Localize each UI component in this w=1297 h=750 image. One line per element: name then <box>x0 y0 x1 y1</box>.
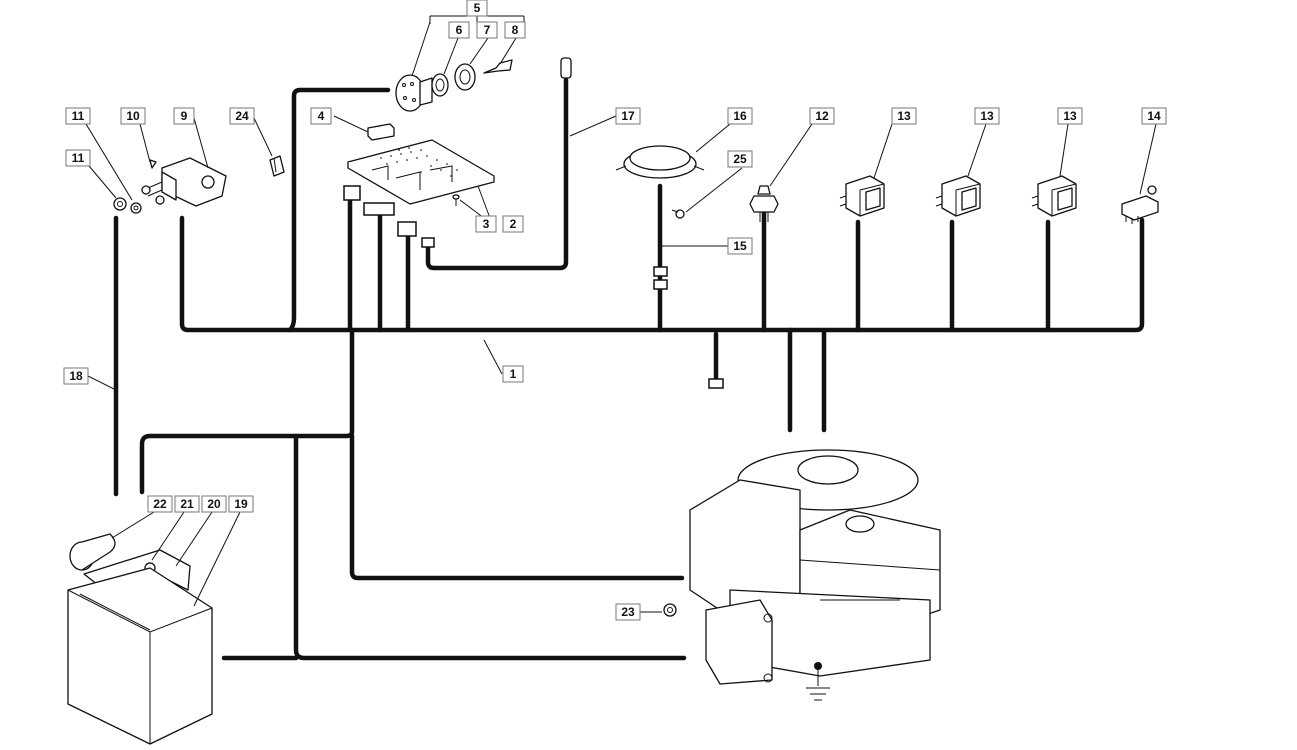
starter-solenoid <box>141 157 227 207</box>
callout-label: 8 <box>512 23 519 37</box>
callout-label: 1 <box>510 367 517 381</box>
hour-meter-sensor <box>560 57 572 79</box>
callout-label: 21 <box>180 497 194 511</box>
rocker-switch-3 <box>1031 175 1077 217</box>
callout-5: 5 <box>466 0 488 17</box>
callout-label: 2 <box>510 217 517 231</box>
callout-label: 13 <box>980 109 994 123</box>
callout-19: 19 <box>228 495 254 513</box>
terminal-nuts <box>113 197 142 214</box>
callout-label: 10 <box>126 109 140 123</box>
callout-12: 12 <box>809 107 835 125</box>
callout-13c: 13 <box>1057 107 1083 125</box>
callout-label: 23 <box>621 605 635 619</box>
control-board <box>347 139 495 205</box>
callout-label: 15 <box>733 239 747 253</box>
callout-16: 16 <box>727 107 753 125</box>
callout-13a: 13 <box>891 107 917 125</box>
leader-lines <box>83 15 1157 613</box>
callout-2: 2 <box>502 215 524 233</box>
callout-18: 18 <box>63 367 89 385</box>
callout-9: 9 <box>173 107 195 125</box>
callout-17: 17 <box>615 107 641 125</box>
oil-pressure-sender <box>749 185 779 222</box>
callout-label: 16 <box>733 109 747 123</box>
callout-label: 11 <box>72 109 85 123</box>
callout-label: 12 <box>815 109 829 123</box>
ignition-switch <box>395 59 513 112</box>
callout-label: 11 <box>72 151 85 165</box>
callout-15: 15 <box>727 237 753 255</box>
callout-label: 13 <box>1063 109 1077 123</box>
cable-clip <box>269 155 285 177</box>
callout-label: 5 <box>474 1 481 15</box>
seat-switch <box>615 145 705 179</box>
callout-label: 9 <box>181 109 188 123</box>
callout-label: 14 <box>1147 109 1161 123</box>
callout-22: 22 <box>147 495 173 513</box>
microswitch <box>1121 185 1159 224</box>
callout-8: 8 <box>504 21 526 39</box>
callout-label: 24 <box>235 109 249 123</box>
callout-label: 20 <box>207 497 221 511</box>
board-screw <box>452 194 460 206</box>
callout-13b: 13 <box>974 107 1000 125</box>
callout-23: 23 <box>615 603 641 621</box>
battery-cap <box>69 533 116 571</box>
callout-label: 17 <box>621 109 635 123</box>
solenoid-washer <box>149 159 157 169</box>
callout-3: 3 <box>475 215 497 233</box>
callout-label: 4 <box>318 109 325 123</box>
callout-label: 18 <box>69 369 83 383</box>
callout-label: 22 <box>153 497 167 511</box>
fuse <box>367 123 395 141</box>
callout-11a: 11 <box>65 107 91 125</box>
callout-20: 20 <box>201 495 227 513</box>
callout-label: 19 <box>234 497 248 511</box>
rocker-switch-1 <box>839 175 885 217</box>
callout-11b: 11 <box>65 149 91 167</box>
ground-nut <box>663 603 677 617</box>
callout-25: 25 <box>727 150 753 168</box>
board-dots <box>380 147 458 177</box>
callout-14: 14 <box>1141 107 1167 125</box>
callout-6: 6 <box>448 21 470 39</box>
callout-label: 25 <box>733 152 747 166</box>
ground-symbol <box>806 662 830 701</box>
callout-label: 7 <box>484 23 491 37</box>
harness-connectors <box>343 185 724 389</box>
callout-label: 3 <box>483 217 490 231</box>
main-harness <box>113 77 1145 661</box>
callout-7: 7 <box>476 21 498 39</box>
callout-24: 24 <box>229 107 255 125</box>
seat-switch-pin <box>671 209 685 219</box>
rocker-switch-2 <box>935 175 981 217</box>
callout-4: 4 <box>310 107 332 125</box>
callout-label: 13 <box>897 109 911 123</box>
callout-1: 1 <box>502 365 524 383</box>
callout-21: 21 <box>174 495 200 513</box>
callout-label: 6 <box>456 23 463 37</box>
engine <box>689 449 941 685</box>
callout-10: 10 <box>120 107 146 125</box>
battery <box>67 567 213 745</box>
